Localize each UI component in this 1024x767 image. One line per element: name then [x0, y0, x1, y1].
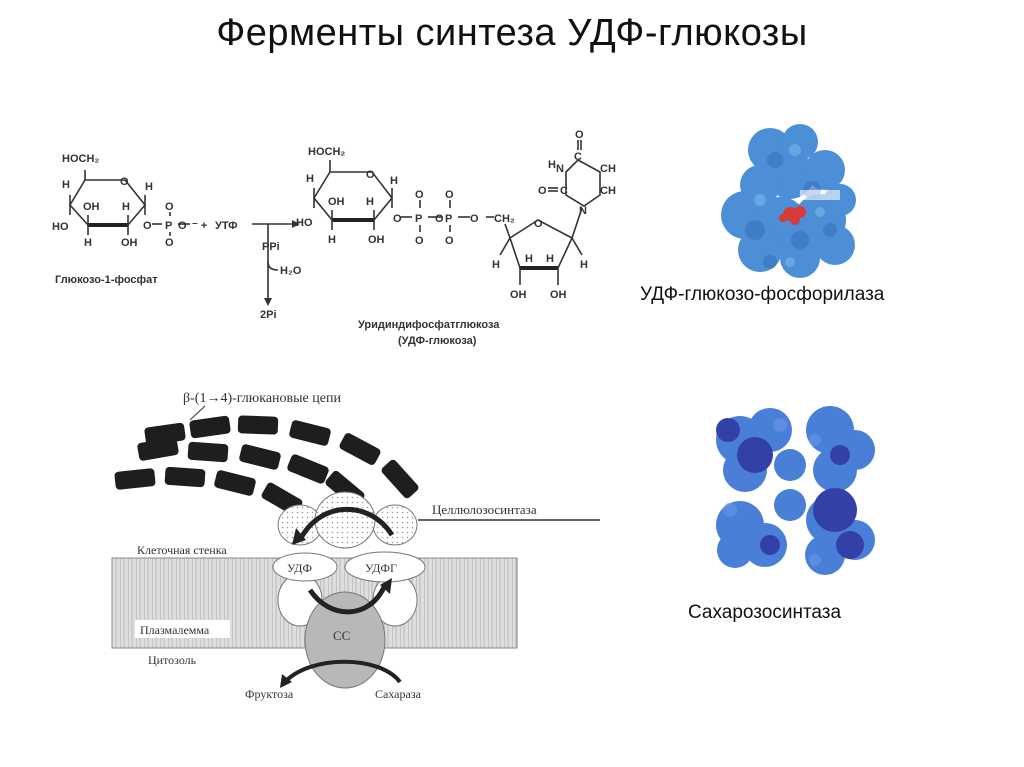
- cellulose-synthase-scheme: β-(1→4)-глюкановые цепи: [111, 391, 600, 701]
- glucose-1-phosphate-structure: HOCH₂ O H H OH H HO H OH O P O O O ⁻ + Г…: [52, 153, 207, 286]
- o-label: O: [165, 201, 174, 213]
- h-label: H: [145, 181, 153, 193]
- oh-label: OH: [510, 289, 527, 301]
- o-label: O: [393, 213, 402, 225]
- h-label: H: [306, 173, 314, 185]
- svg-text:⁻ +: ⁻ +: [192, 220, 207, 232]
- ho-label: HO: [52, 221, 69, 233]
- udpg-label: УДФГ: [365, 561, 397, 575]
- h-label: H: [122, 201, 130, 213]
- oh-label: OH: [121, 237, 138, 249]
- udp-glucose-phosphorylase-label: УДФ-глюкозо-фосфорилаза: [640, 284, 885, 305]
- hoch2-label-2: HOCH₂: [308, 146, 345, 158]
- o-label: O: [415, 235, 424, 247]
- oh-label: OH: [328, 196, 345, 208]
- h-label: H: [580, 259, 588, 271]
- h-label: H: [84, 237, 92, 249]
- h-label: H: [546, 253, 554, 265]
- ss-label: СС: [333, 628, 350, 643]
- sucrose-synthase-protein: [716, 406, 875, 575]
- glucose-1-phosphate-label: Глюкозо-1-фосфат: [55, 274, 158, 286]
- ligand-highlight: [779, 206, 806, 225]
- sucrose-label: Сахараза: [375, 687, 422, 701]
- p-label: P: [445, 213, 452, 225]
- h-label: H: [62, 179, 70, 191]
- hn-label: H: [548, 159, 556, 171]
- ring-o-label-1: O: [120, 176, 129, 188]
- udp-glucose-phosphorylase-protein: [721, 124, 856, 278]
- udp-glucose-label-2: (УДФ-глюкоза): [398, 335, 477, 347]
- fructose-label: Фруктоза: [245, 687, 294, 701]
- udp-label: УДФ: [287, 561, 312, 575]
- h-label: H: [390, 175, 398, 187]
- o-label: O: [538, 185, 547, 197]
- cytosol-label: Цитозоль: [148, 653, 197, 667]
- o-label: O: [415, 189, 424, 201]
- o-label: O: [470, 213, 479, 225]
- slide-title: Ферменты синтеза УДФ-глюкозы: [216, 12, 808, 54]
- ppi-label: PPi: [262, 241, 280, 253]
- ch-label: CH: [600, 163, 616, 175]
- udp-glucose-structure: HOCH₂ O H H OH H HO H OH O P O P O O O O: [296, 129, 616, 347]
- cell-wall-label: Клеточная стенка: [137, 543, 227, 557]
- o-label: O: [143, 220, 152, 232]
- glucan-chains-label: β-(1→4)-глюкановые цепи: [183, 391, 341, 406]
- p-label: P: [415, 213, 422, 225]
- oh-label: OH: [368, 234, 385, 246]
- two-pi-label: 2Pi: [260, 309, 277, 321]
- n-label: N: [556, 163, 564, 175]
- h-label: H: [525, 253, 533, 265]
- ho-label: HO: [296, 217, 313, 229]
- ch-label: CH: [600, 185, 616, 197]
- h2o-label: H₂O: [280, 265, 302, 277]
- o-label: O: [575, 129, 584, 141]
- h-label: H: [492, 259, 500, 271]
- cellulose-synthase-label: Целлюлозосинтаза: [432, 502, 537, 517]
- hoch2-label-1: HOCH₂: [62, 153, 99, 165]
- ch2-label: CH₂: [494, 213, 515, 225]
- h-label: H: [328, 234, 336, 246]
- o-label: O: [178, 220, 187, 232]
- o-label: O: [445, 235, 454, 247]
- c-label: C: [574, 151, 582, 163]
- ring-o-label-2: O: [366, 169, 375, 181]
- reaction-arrow-group: УТФ PPi H₂O 2Pi: [215, 220, 302, 321]
- oh-label: OH: [550, 289, 567, 301]
- o-label: O: [165, 237, 174, 249]
- utp-label: УТФ: [215, 220, 238, 232]
- sucrose-synthase-label: Сахарозосинтаза: [688, 602, 842, 623]
- h-label: H: [366, 196, 374, 208]
- plasmalemma-label-bg: [135, 620, 230, 638]
- ring-o-label-3: O: [534, 218, 543, 230]
- p-label: P: [165, 220, 172, 232]
- n-label: N: [579, 205, 587, 217]
- o-label: O: [435, 213, 444, 225]
- udp-glucose-label-1: Уридиндифосфатглюкоза: [358, 319, 500, 331]
- c-label: C: [560, 185, 568, 197]
- plasmalemma-label: Плазмалемма: [140, 623, 210, 637]
- o-label: O: [445, 189, 454, 201]
- oh-label: OH: [83, 201, 100, 213]
- reaction-scheme: HOCH₂ O H H OH H HO H OH O P O O O ⁻ + Г…: [52, 129, 616, 347]
- glucan-chains: [114, 415, 419, 516]
